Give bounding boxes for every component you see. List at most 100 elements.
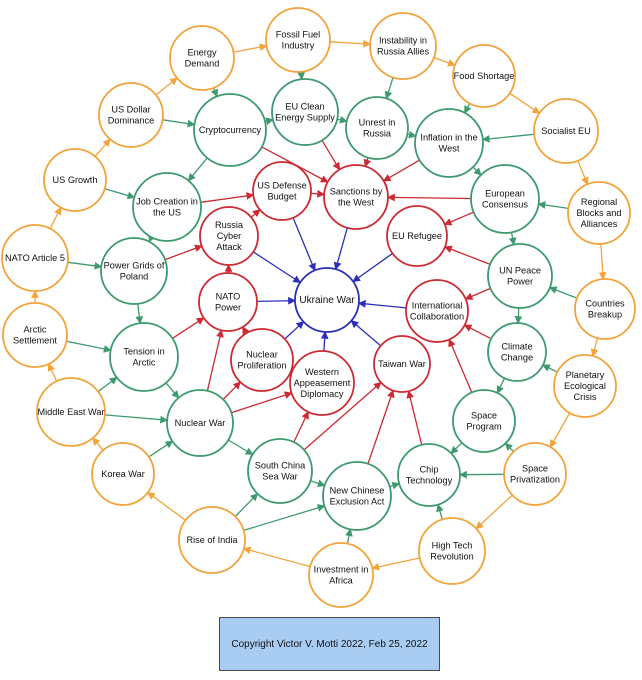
node-label-powergrid: Power Grids of [104, 261, 165, 271]
node-label-hightech: Revolution [430, 552, 473, 562]
node-circle-mideast [36, 377, 106, 447]
node-label-intcollab: International [412, 301, 463, 311]
edge-nato5-usgrowth [49, 206, 62, 229]
edge-unpeace-intcollab [464, 287, 491, 300]
edge-riseindia-newchinese [243, 504, 326, 532]
edge-nuclearwar-southchina [227, 439, 254, 456]
edge-food-socialist [509, 92, 541, 114]
node-circle-nato5 [1, 224, 69, 292]
edge-inflation-eucons [472, 166, 482, 176]
node-label-mideast: Middle East War [37, 407, 104, 417]
node-label-spacepriv: Space [522, 464, 548, 474]
edge-regional-countries [598, 243, 607, 281]
node-label-westapp: Western [305, 367, 339, 377]
node-circle-climate [487, 322, 547, 382]
edge-unpeace-euref [444, 245, 491, 266]
edge-socialist-regional [577, 160, 589, 186]
node-label-countries: Countries [585, 299, 625, 309]
node-circle-rcyber [199, 206, 259, 266]
edge-arctic-tension [66, 340, 112, 353]
edge-fossil-euclean [297, 71, 306, 81]
node-circle-korea [91, 442, 155, 506]
node-circle-powergrid [100, 237, 168, 305]
node-label-jobcreation: the US [153, 208, 181, 218]
node-circle-arctic [2, 302, 68, 368]
node-circle-euref [386, 205, 448, 267]
node-riseindia: Rise of India [178, 506, 246, 574]
node-label-tension: Tension in [123, 347, 164, 357]
edge-southchina-westapp [293, 411, 309, 443]
node-label-climate: Climate [501, 342, 532, 352]
node-circle-inflation [414, 108, 484, 178]
node-label-inflation: Inflation in the [420, 133, 477, 143]
edge-nato5-powergrid [67, 261, 103, 270]
node-circle-euclean [271, 78, 339, 146]
node-label-space: Space [471, 411, 497, 421]
node-label-usdollar: US Dollar [111, 105, 150, 115]
node-circle-socialist [533, 98, 599, 164]
node-circle-fossil [265, 7, 331, 73]
edge-southchina-newchinese [310, 479, 326, 488]
edge-energy-fossil [233, 43, 268, 53]
edge-space-chip [450, 442, 463, 454]
node-label-nprolif: Proliferation [237, 361, 286, 371]
edge-rcyber-ukraine [252, 251, 302, 284]
node-label-tension: Arctic [133, 358, 156, 368]
edge-investafrica-riseindia [242, 546, 311, 568]
edge-taiwan-ukraine [350, 320, 382, 347]
node-label-southchina: South China [255, 461, 306, 471]
node-label-unrest: Russia [363, 129, 392, 139]
node-label-unpeace: UN Peace [499, 266, 541, 276]
node-label-newchinese: New Chinese [330, 486, 385, 496]
node-circle-sanctions [323, 164, 389, 230]
node-label-regional: Regional [581, 197, 617, 207]
node-circle-regional [567, 181, 631, 245]
node-circle-unrest [345, 96, 409, 160]
node-label-planetary: Planetary [566, 370, 605, 380]
edge-usgrowth-usdollar [94, 138, 111, 157]
edge-mideast-tension [97, 376, 118, 393]
node-circle-countries [574, 278, 636, 340]
node-label-southchina: Sea War [262, 472, 297, 482]
edge-crypto-euclean [264, 117, 274, 126]
node-label-planetary: Ecological [564, 381, 606, 391]
node-circle-instab [369, 12, 437, 80]
edge-nuclearwar-westapp [231, 391, 293, 414]
node-label-westapp: Appeasement [294, 378, 351, 388]
node-label-euclean: EU Clean [285, 102, 324, 112]
edges [31, 39, 607, 571]
edge-newchinese-taiwan [367, 389, 395, 465]
node-label-intcollab: Collaboration [410, 312, 464, 322]
edge-spacepriv-space [504, 442, 514, 453]
node-circle-eucons [470, 164, 540, 234]
node-circle-nato [198, 272, 258, 332]
node-label-chip: Chip [420, 465, 439, 475]
edge-tension-nuclearwar [165, 382, 180, 399]
edge-countries-planetary [590, 337, 599, 357]
node-label-usdefense: US Defense [257, 181, 307, 191]
node-circle-usdefense [252, 161, 312, 221]
edge-climate-intcollab [463, 324, 492, 340]
node-circle-nuclearwar [166, 389, 234, 457]
node-circle-crypto [193, 93, 267, 167]
node-label-fossil: Industry [282, 41, 315, 51]
node-label-arctic: Settlement [13, 336, 57, 346]
node-label-instab: Instability in [379, 36, 427, 46]
node-circle-taiwan [373, 335, 431, 393]
node-label-energy: Demand [185, 59, 220, 69]
node-label-jobcreation: Job Creation in [136, 197, 198, 207]
edge-energy-crypto [210, 87, 219, 98]
node-ukraine: Ukraine War [294, 267, 360, 333]
